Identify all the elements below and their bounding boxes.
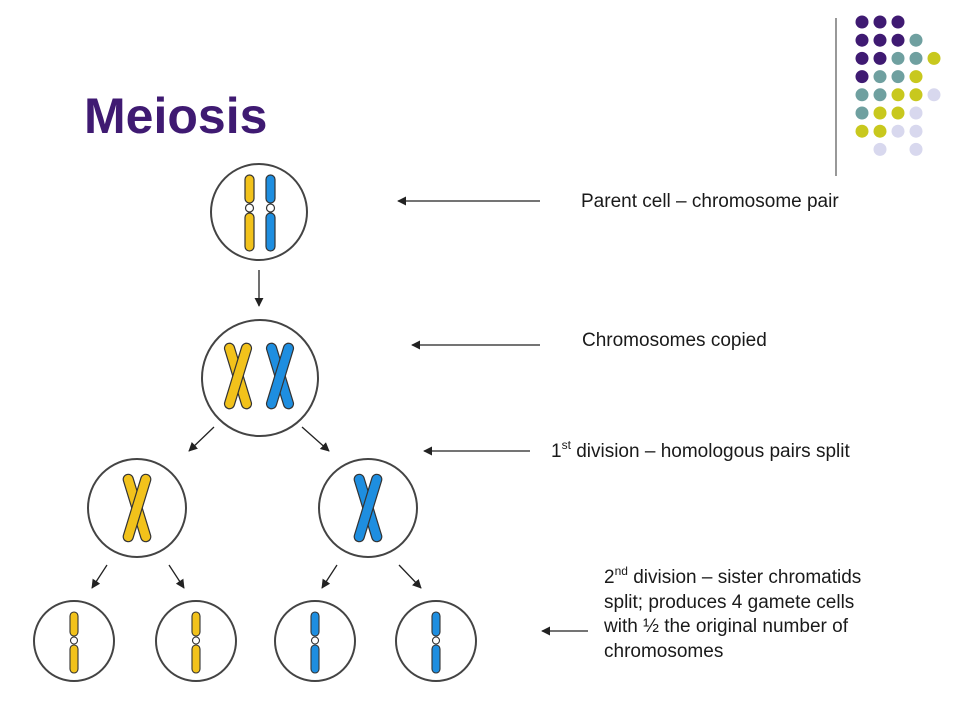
decorative-dot	[891, 15, 905, 29]
decorative-dot	[909, 106, 923, 120]
decorative-dot	[873, 70, 887, 84]
decorative-dot	[909, 33, 923, 47]
decorative-dot	[873, 106, 887, 120]
gamete-chromatid-blue-1	[310, 611, 320, 674]
arrow-right-to-gamete-4	[398, 564, 422, 589]
decorative-dot	[891, 70, 905, 84]
parent-chromosome-blue	[265, 174, 276, 252]
second-division-line-1: division – sister chromatids	[627, 567, 862, 588]
arrow-copied-to-left	[188, 426, 215, 452]
decorative-dot	[891, 33, 905, 47]
decorative-dot	[855, 88, 869, 102]
decorative-dot	[891, 106, 905, 120]
decorative-dot	[873, 51, 887, 65]
decorative-dot	[873, 124, 887, 138]
first-division-chromosome-yellow	[122, 473, 152, 543]
decorative-dot	[909, 88, 923, 102]
arrow-copied-to-right	[301, 426, 330, 452]
arrow-left-to-gamete-2	[168, 564, 185, 589]
decorative-dot	[855, 15, 869, 29]
decorative-dot	[873, 15, 887, 29]
arrow-right-to-gamete-3	[321, 564, 338, 589]
second-division-number: 2	[604, 567, 615, 588]
second-division-line-3: with ½ the original number of	[604, 616, 848, 637]
decorative-dot	[927, 51, 941, 65]
decorative-dot	[873, 142, 887, 156]
copied-cell	[201, 319, 319, 437]
first-division-text: division – homologous pairs split	[570, 441, 850, 462]
copied-chromosome-blue	[265, 342, 295, 410]
gamete-chromatid-blue-2	[431, 611, 441, 674]
decorative-dot	[927, 88, 941, 102]
decorative-dot	[909, 70, 923, 84]
decorative-dot	[909, 124, 923, 138]
decorative-dot	[855, 124, 869, 138]
parent-cell	[210, 163, 308, 261]
copied-chromosome-yellow	[223, 342, 253, 410]
decorative-dot	[909, 142, 923, 156]
label-chromosomes-copied: Chromosomes copied	[582, 330, 767, 351]
decorative-dot	[909, 51, 923, 65]
first-division-chromosome-blue	[353, 473, 383, 543]
gamete-chromatid-yellow-2	[191, 611, 201, 674]
decorative-dot	[891, 51, 905, 65]
label-second-division: 2nd division – sister chromatids split; …	[604, 564, 934, 664]
decorative-dot-grid	[855, 15, 941, 156]
second-division-line-4: chromosomes	[604, 640, 724, 662]
decorative-dot	[891, 124, 905, 138]
label-parent-cell: Parent cell – chromosome pair	[581, 191, 839, 212]
arrow-left-to-gamete-1	[91, 564, 108, 589]
parent-chromosome-yellow	[244, 174, 255, 252]
gamete-chromatid-yellow-1	[69, 611, 79, 674]
decorative-dot	[873, 88, 887, 102]
label-first-division: 1st division – homologous pairs split	[551, 438, 850, 464]
second-division-ordinal: nd	[614, 564, 628, 578]
decorative-dot	[855, 106, 869, 120]
decorative-dot	[855, 51, 869, 65]
decorative-dot	[891, 88, 905, 102]
decorative-dot	[873, 33, 887, 47]
first-division-number: 1	[551, 441, 562, 462]
slide-title: Meiosis	[84, 88, 268, 144]
decorative-dot	[855, 70, 869, 84]
first-division-ordinal: st	[561, 438, 571, 452]
second-division-line-2: split; produces 4 gamete cells	[604, 591, 855, 613]
decorative-dot	[855, 33, 869, 47]
